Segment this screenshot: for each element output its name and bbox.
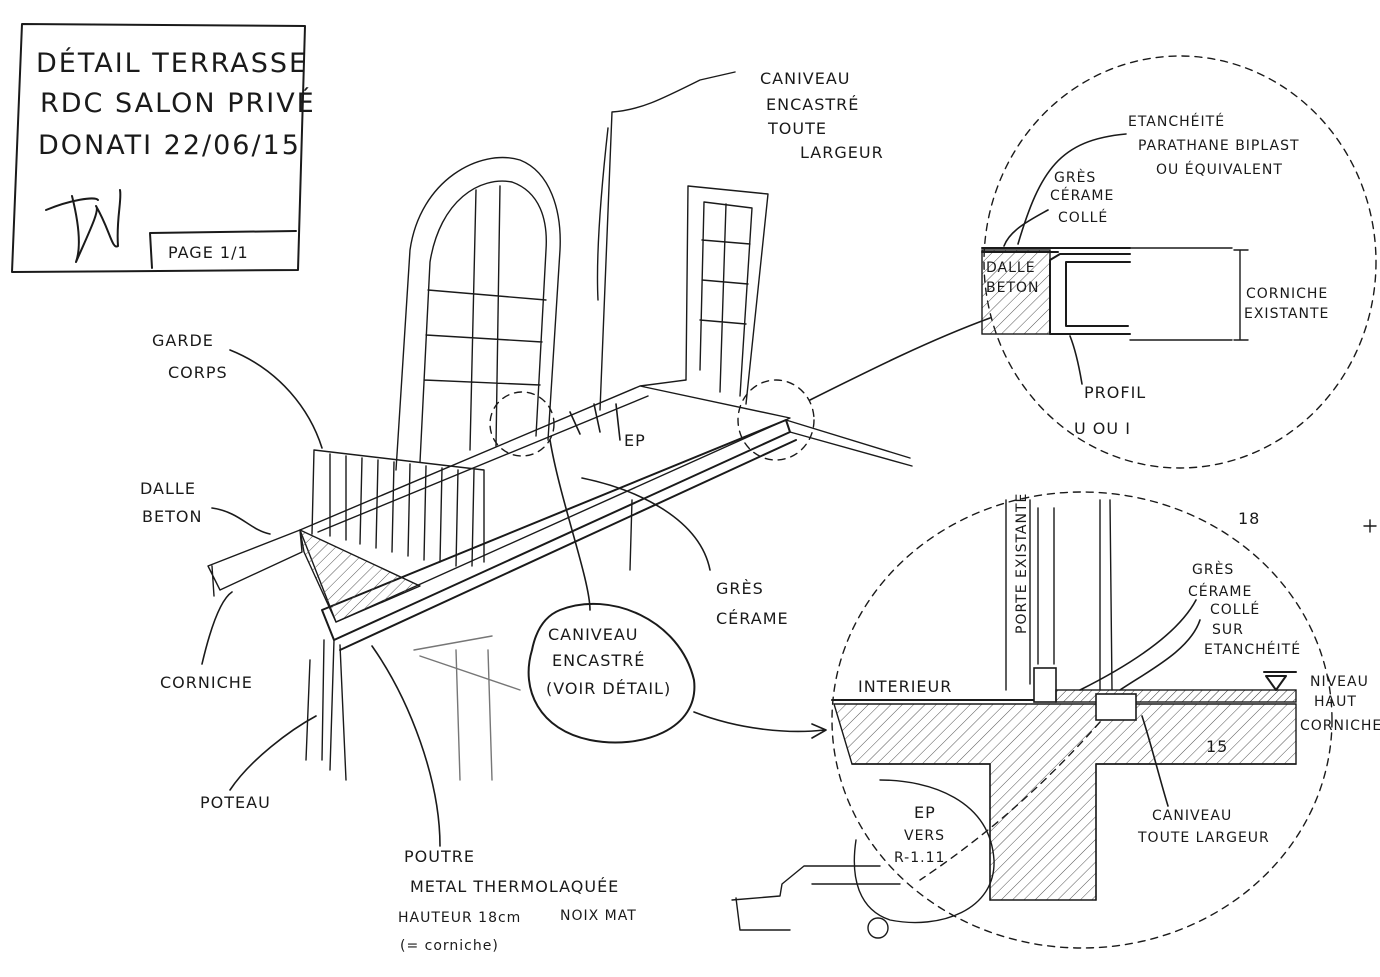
label-dim: 15 xyxy=(1206,737,1228,756)
callout-circle-edge xyxy=(737,379,815,461)
label-corniche-top-1: CORNICHE xyxy=(1246,286,1328,302)
label-poutre-2: METAL THERMOLAQUÉE xyxy=(410,877,619,896)
label-niveau-2: HAUT xyxy=(1314,694,1357,710)
label-garde-corps-1: GARDE xyxy=(152,331,214,350)
label-niveau-3: CORNICHE xyxy=(1300,718,1380,734)
caniveau-bubble xyxy=(527,602,696,744)
label-gres-bottom-5: ETANCHÉITÉ xyxy=(1204,641,1301,658)
title-line-3: DONATI 22/06/15 xyxy=(38,130,301,161)
signature xyxy=(45,189,122,263)
detail-bottom: PORTE EXISTANTE GRÈS CÉRAME COLLÉ SUR ET… xyxy=(731,491,1380,949)
label-poutre-4: NOIX MAT xyxy=(560,908,637,924)
label-caniveau-top-1: CANIVEAU xyxy=(760,69,851,88)
corniche-left xyxy=(207,529,303,597)
label-dalle-beton-2: BETON xyxy=(142,507,202,526)
guardrail xyxy=(311,449,485,567)
callout-circle-ep xyxy=(489,391,555,457)
label-gres-top-1: GRÈS xyxy=(1054,169,1096,186)
label-caniveau-bubble-2: ENCASTRÉ xyxy=(552,651,645,670)
label-garde-corps-2: CORPS xyxy=(168,363,228,382)
label-caniveau-bubble-3: (VOIR DÉTAIL) xyxy=(546,679,671,698)
label-corniche: CORNICHE xyxy=(160,673,253,692)
label-corniche-top-2: EXISTANTE xyxy=(1244,306,1329,322)
profil-u xyxy=(1049,253,1131,335)
label-profil-2: U OU I xyxy=(1074,419,1131,438)
label-poutre-5: (= corniche) xyxy=(400,938,499,954)
label-ep-bottom-2: VERS xyxy=(904,828,945,844)
title-block: DÉTAIL TERRASSE RDC SALON PRIVÉ DONATI 2… xyxy=(11,23,316,273)
label-gres-cerame-1: GRÈS xyxy=(716,579,764,598)
title-line-2: RDC SALON PRIVÉ xyxy=(40,87,316,119)
label-caniveau-top-4: LARGEUR xyxy=(800,143,884,162)
label-gres-bottom-1: GRÈS xyxy=(1192,561,1234,578)
label-caniveau-bubble-1: CANIVEAU xyxy=(548,625,639,644)
label-etancheite-1: ETANCHÉITÉ xyxy=(1128,113,1225,130)
label-etancheite-2: PARATHANE BIPLAST xyxy=(1138,138,1300,154)
label-ep: EP xyxy=(624,431,646,450)
label-caniveau-bottom-2: TOUTE LARGEUR xyxy=(1137,830,1270,846)
main-labels: CANIVEAU ENCASTRÉ TOUTE LARGEUR GARDE CO… xyxy=(140,69,884,954)
label-caniveau-bottom-1: CANIVEAU xyxy=(1152,808,1232,824)
post xyxy=(305,499,633,781)
terrace-perspective xyxy=(207,71,913,781)
label-dalle-top-2: BETON xyxy=(986,280,1040,296)
label-gres-bottom-4: SUR xyxy=(1212,622,1244,638)
page-number: PAGE 1/1 xyxy=(168,243,249,262)
crosshair-mark xyxy=(1363,519,1377,533)
label-dalle-beton-1: DALLE xyxy=(140,479,196,498)
label-profil-1: PROFIL xyxy=(1084,383,1146,402)
label-poutre-3: HAUTEUR 18cm xyxy=(398,910,521,926)
label-ep-bottom-1: EP xyxy=(914,803,936,822)
label-gres-top-3: COLLÉ xyxy=(1058,209,1108,226)
label-poteau: POTEAU xyxy=(200,793,271,812)
label-gres-cerame-2: CÉRAME xyxy=(716,609,789,628)
label-ep-bottom-3: R-1.11 xyxy=(894,850,945,866)
label-dalle-top-1: DALLE xyxy=(986,260,1036,276)
label-caniveau-top-2: ENCASTRÉ xyxy=(766,95,859,114)
detail-top: ETANCHÉITÉ PARATHANE BIPLAST OU ÉQUIVALE… xyxy=(981,55,1377,469)
label-etancheite-3: OU ÉQUIVALENT xyxy=(1156,161,1283,178)
arched-window xyxy=(395,156,561,471)
label-poutre-1: POUTRE xyxy=(404,847,475,866)
label-porte: PORTE EXISTANTE xyxy=(1014,493,1030,634)
label-scribble: 18 xyxy=(1238,509,1260,528)
label-niveau-1: NIVEAU xyxy=(1310,674,1369,690)
label-gres-top-2: CÉRAME xyxy=(1050,187,1114,204)
door-existing xyxy=(685,185,769,405)
label-interieur: INTERIEUR xyxy=(858,677,952,696)
title-line-1: DÉTAIL TERRASSE xyxy=(36,47,308,79)
label-gres-bottom-2: CÉRAME xyxy=(1188,583,1252,600)
label-gres-bottom-3: COLLÉ xyxy=(1210,601,1260,618)
label-caniveau-top-3: TOUTE xyxy=(767,119,827,138)
